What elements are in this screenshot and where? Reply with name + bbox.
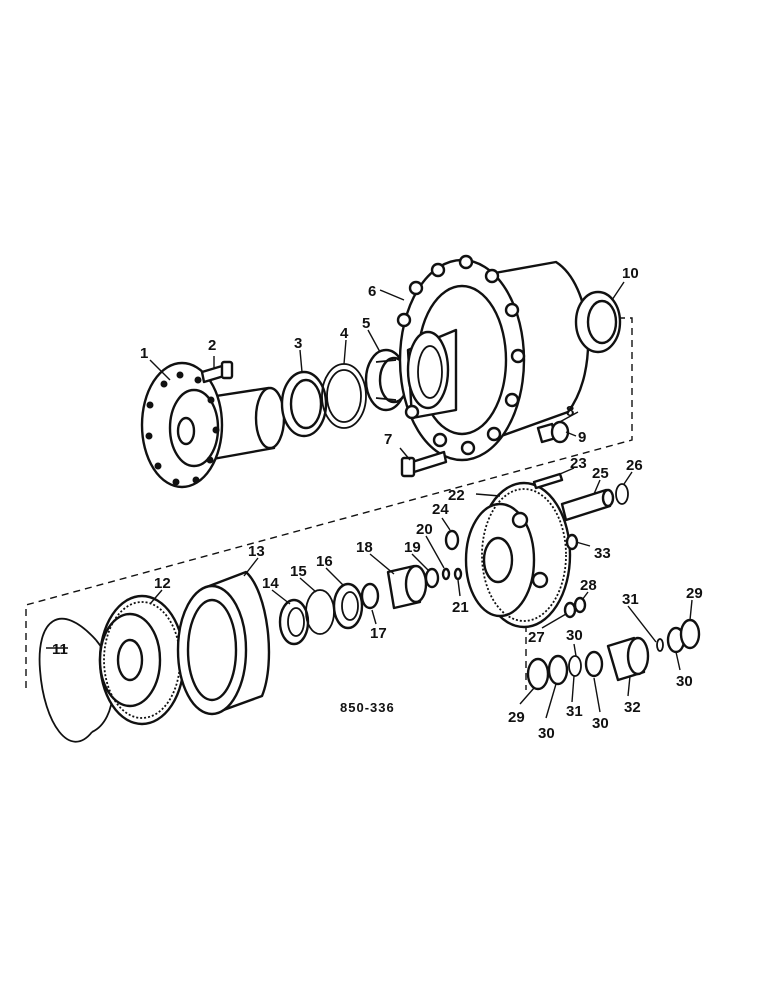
part-27-plug bbox=[563, 601, 577, 619]
part-30-washer-b bbox=[584, 650, 604, 678]
part-17-washer bbox=[360, 582, 380, 610]
callout-21: 21 bbox=[452, 599, 469, 616]
callout-24: 24 bbox=[432, 501, 449, 518]
part-3-seal bbox=[280, 370, 328, 438]
part-9-washer bbox=[550, 420, 570, 444]
part-16-ring bbox=[332, 582, 364, 630]
part-15-ring bbox=[305, 589, 335, 635]
leader-lines bbox=[46, 281, 693, 719]
part-1-flange-shaft bbox=[140, 361, 286, 489]
part-32-planet-gear bbox=[606, 636, 650, 682]
callout-1: 1 bbox=[140, 345, 148, 362]
part-4-ring bbox=[321, 363, 367, 429]
callout-19: 19 bbox=[404, 539, 421, 556]
callout-2: 2 bbox=[208, 337, 216, 354]
part-23-pin bbox=[532, 472, 564, 490]
callout-10: 10 bbox=[622, 265, 639, 282]
callout-4: 4 bbox=[340, 325, 349, 342]
callout-26: 26 bbox=[626, 457, 643, 474]
callout-22: 22 bbox=[448, 487, 465, 504]
callout-32: 32 bbox=[624, 699, 641, 716]
callout-27: 27 bbox=[528, 629, 545, 646]
callout-18: 18 bbox=[356, 539, 373, 556]
part-29-thrust-washer-left bbox=[526, 657, 550, 691]
part-33-plug bbox=[565, 533, 579, 551]
part-30-washer-a bbox=[547, 654, 569, 686]
part-22-planet-carrier bbox=[464, 481, 572, 629]
part-7-bolt bbox=[400, 450, 448, 478]
part-10-seal bbox=[574, 290, 622, 354]
callout-12: 12 bbox=[154, 575, 171, 592]
reference-code: 850-336 bbox=[340, 700, 395, 715]
callout-14: 14 bbox=[262, 575, 279, 592]
callout-25: 25 bbox=[592, 465, 609, 482]
part-31-spacer-b bbox=[656, 638, 664, 652]
callout-7: 7 bbox=[384, 431, 392, 448]
part-29-thrust-washer-right bbox=[679, 618, 701, 650]
part-18-needle-bearing bbox=[386, 564, 428, 610]
callout-6: 6 bbox=[368, 283, 376, 300]
callout-30-bottom-a: 30 bbox=[538, 725, 555, 742]
callout-8: 8 bbox=[566, 403, 574, 420]
callout-15: 15 bbox=[290, 563, 307, 580]
part-20-pin bbox=[441, 567, 451, 581]
callout-31-top: 31 bbox=[622, 591, 639, 608]
callout-29-left: 29 bbox=[508, 709, 525, 726]
part-28-plug bbox=[573, 596, 587, 614]
part-21-pin bbox=[453, 567, 463, 581]
callout-20: 20 bbox=[416, 521, 433, 538]
callout-11: 11 bbox=[52, 641, 68, 658]
callout-29-right: 29 bbox=[686, 585, 703, 602]
callout-3: 3 bbox=[294, 335, 302, 352]
part-31-spacer-a bbox=[568, 655, 582, 677]
callout-9: 9 bbox=[578, 429, 586, 446]
callout-13: 13 bbox=[248, 543, 265, 560]
callout-33: 33 bbox=[594, 545, 611, 562]
callout-17: 17 bbox=[370, 625, 387, 642]
part-24-washer bbox=[444, 529, 460, 551]
part-19-washer bbox=[424, 567, 440, 589]
callout-30-bottom-b: 30 bbox=[592, 715, 609, 732]
callout-labels: 1 2 3 4 5 6 7 8 9 10 11 12 13 14 15 16 1… bbox=[52, 265, 703, 742]
callout-5: 5 bbox=[362, 315, 370, 332]
part-12-gear-carrier bbox=[98, 594, 186, 726]
part-13-ring-gear bbox=[176, 570, 271, 716]
assembly-guide-lines bbox=[25, 317, 633, 690]
callout-23: 23 bbox=[570, 455, 587, 472]
callout-31-bottom: 31 bbox=[566, 703, 583, 720]
part-14-ring bbox=[278, 598, 310, 646]
part-26-ring bbox=[615, 483, 629, 505]
callout-28: 28 bbox=[580, 577, 597, 594]
callout-30-right: 30 bbox=[676, 673, 693, 690]
part-2-bolt bbox=[200, 360, 234, 384]
callout-16: 16 bbox=[316, 553, 333, 570]
part-25-planet-pin bbox=[560, 488, 615, 522]
part-6-hub-housing bbox=[396, 254, 590, 462]
callout-30-top: 30 bbox=[566, 627, 583, 644]
